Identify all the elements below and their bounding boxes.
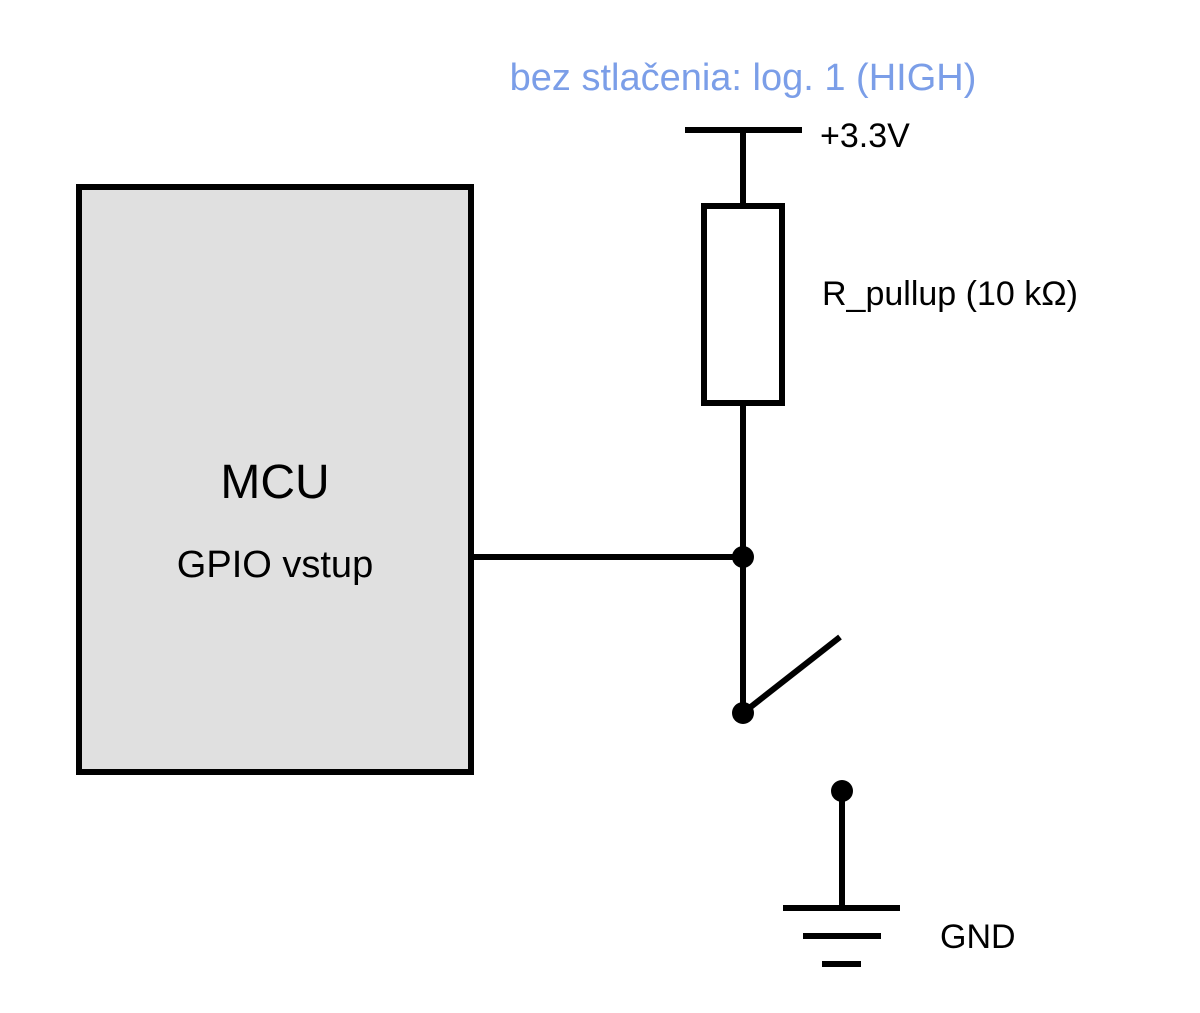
supply-label: +3.3V bbox=[820, 117, 910, 155]
switch-lever bbox=[741, 634, 842, 716]
switch-contact-node bbox=[732, 702, 754, 724]
mcu-title: MCU bbox=[220, 456, 329, 509]
state-note: bez stlačenia: log. 1 (HIGH) bbox=[510, 57, 977, 99]
mcu-subtitle: GPIO vstup bbox=[177, 544, 373, 586]
resistor-label: R_pullup (10 kΩ) bbox=[822, 275, 1078, 313]
ground-label: GND bbox=[940, 918, 1016, 956]
resistor-r-pullup bbox=[701, 203, 785, 406]
mcu-block bbox=[76, 184, 474, 775]
